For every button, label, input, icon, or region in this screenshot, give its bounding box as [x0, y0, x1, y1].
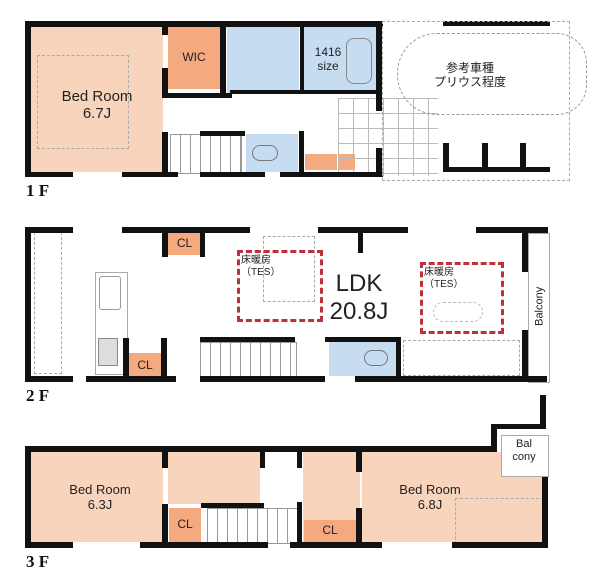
stairs-2f[interactable]: [200, 342, 297, 380]
floor-2-label: 2 F: [26, 386, 50, 405]
stairs-1f[interactable]: [170, 134, 242, 174]
wic-label: WIC: [182, 50, 206, 64]
sofa: [403, 340, 520, 376]
balcony-2f-label: Balcony: [533, 286, 546, 326]
floor-2: CL CL 床暖房 （TES） 床暖房 （TES） LDK 20.8J Balc…: [0, 220, 600, 405]
balcony-3f: [501, 435, 549, 477]
car-outline: [397, 33, 587, 115]
floor-3: Bed Room 6.3J CL CL Bed Room 6.8J Bal co…: [0, 390, 600, 581]
closet-3f-left: [169, 508, 201, 542]
closet-3f-right: [304, 520, 356, 542]
washroom-1f: [227, 27, 299, 93]
bedroom-3f-right-label: Bed Room 6.8J: [399, 482, 461, 512]
balcony-2f: [528, 233, 550, 383]
car-reference-label: 参考車種 プリウス程度: [433, 61, 506, 89]
parking-boundary: [382, 21, 570, 181]
stairs-3f[interactable]: [207, 508, 299, 544]
closet-2f-top: [168, 233, 201, 255]
hall-3f-left: [168, 452, 260, 504]
bed-3f-right: [455, 498, 544, 544]
bathtub: [346, 38, 372, 84]
sink-icon: [99, 276, 121, 310]
toilet-icon: [252, 145, 278, 161]
balcony-3f-label: Bal cony: [512, 438, 536, 463]
bedroom-1f: [31, 27, 163, 172]
ldk-label: LDK 20.8J: [329, 270, 389, 325]
dining-table: [263, 236, 315, 302]
fridge-space: [34, 232, 62, 374]
shoe-cabinet: [305, 154, 337, 170]
wic-1f: [168, 27, 220, 89]
closet-2f-bottom-label: CL: [137, 358, 153, 372]
bedroom-3f-left: [31, 452, 163, 542]
floor-heating-label-1: 床暖房 （TES）: [241, 255, 281, 278]
closet-2f-top-label: CL: [176, 236, 193, 250]
bath-size-label: 1416 size: [314, 45, 342, 73]
toilet-icon-2f: [364, 350, 388, 366]
bed-furniture: [37, 55, 129, 149]
closet-3f-left-label: CL: [177, 517, 193, 531]
closet-2f-bottom: [129, 353, 161, 378]
floor-heating-zone-1: [237, 250, 323, 322]
floor-heating-zone-2: [420, 262, 504, 334]
kitchen-counter: [95, 272, 128, 375]
floor-1: Bed Room 6.7J WIC 1416 size 参考車種 プリウ: [0, 0, 600, 200]
floor-heating-label-2: 床暖房 （TES）: [424, 267, 464, 290]
bedroom-3f-left-label: Bed Room 6.3J: [69, 482, 131, 512]
stove-icon: [98, 338, 118, 366]
floor-1-label: 1 F: [26, 181, 50, 200]
bedroom-1f-label: Bed Room 6.7J: [61, 88, 133, 123]
floor-3-label: 3 F: [26, 552, 50, 571]
rug: [433, 302, 483, 322]
closet-3f-right-label: CL: [322, 523, 338, 537]
